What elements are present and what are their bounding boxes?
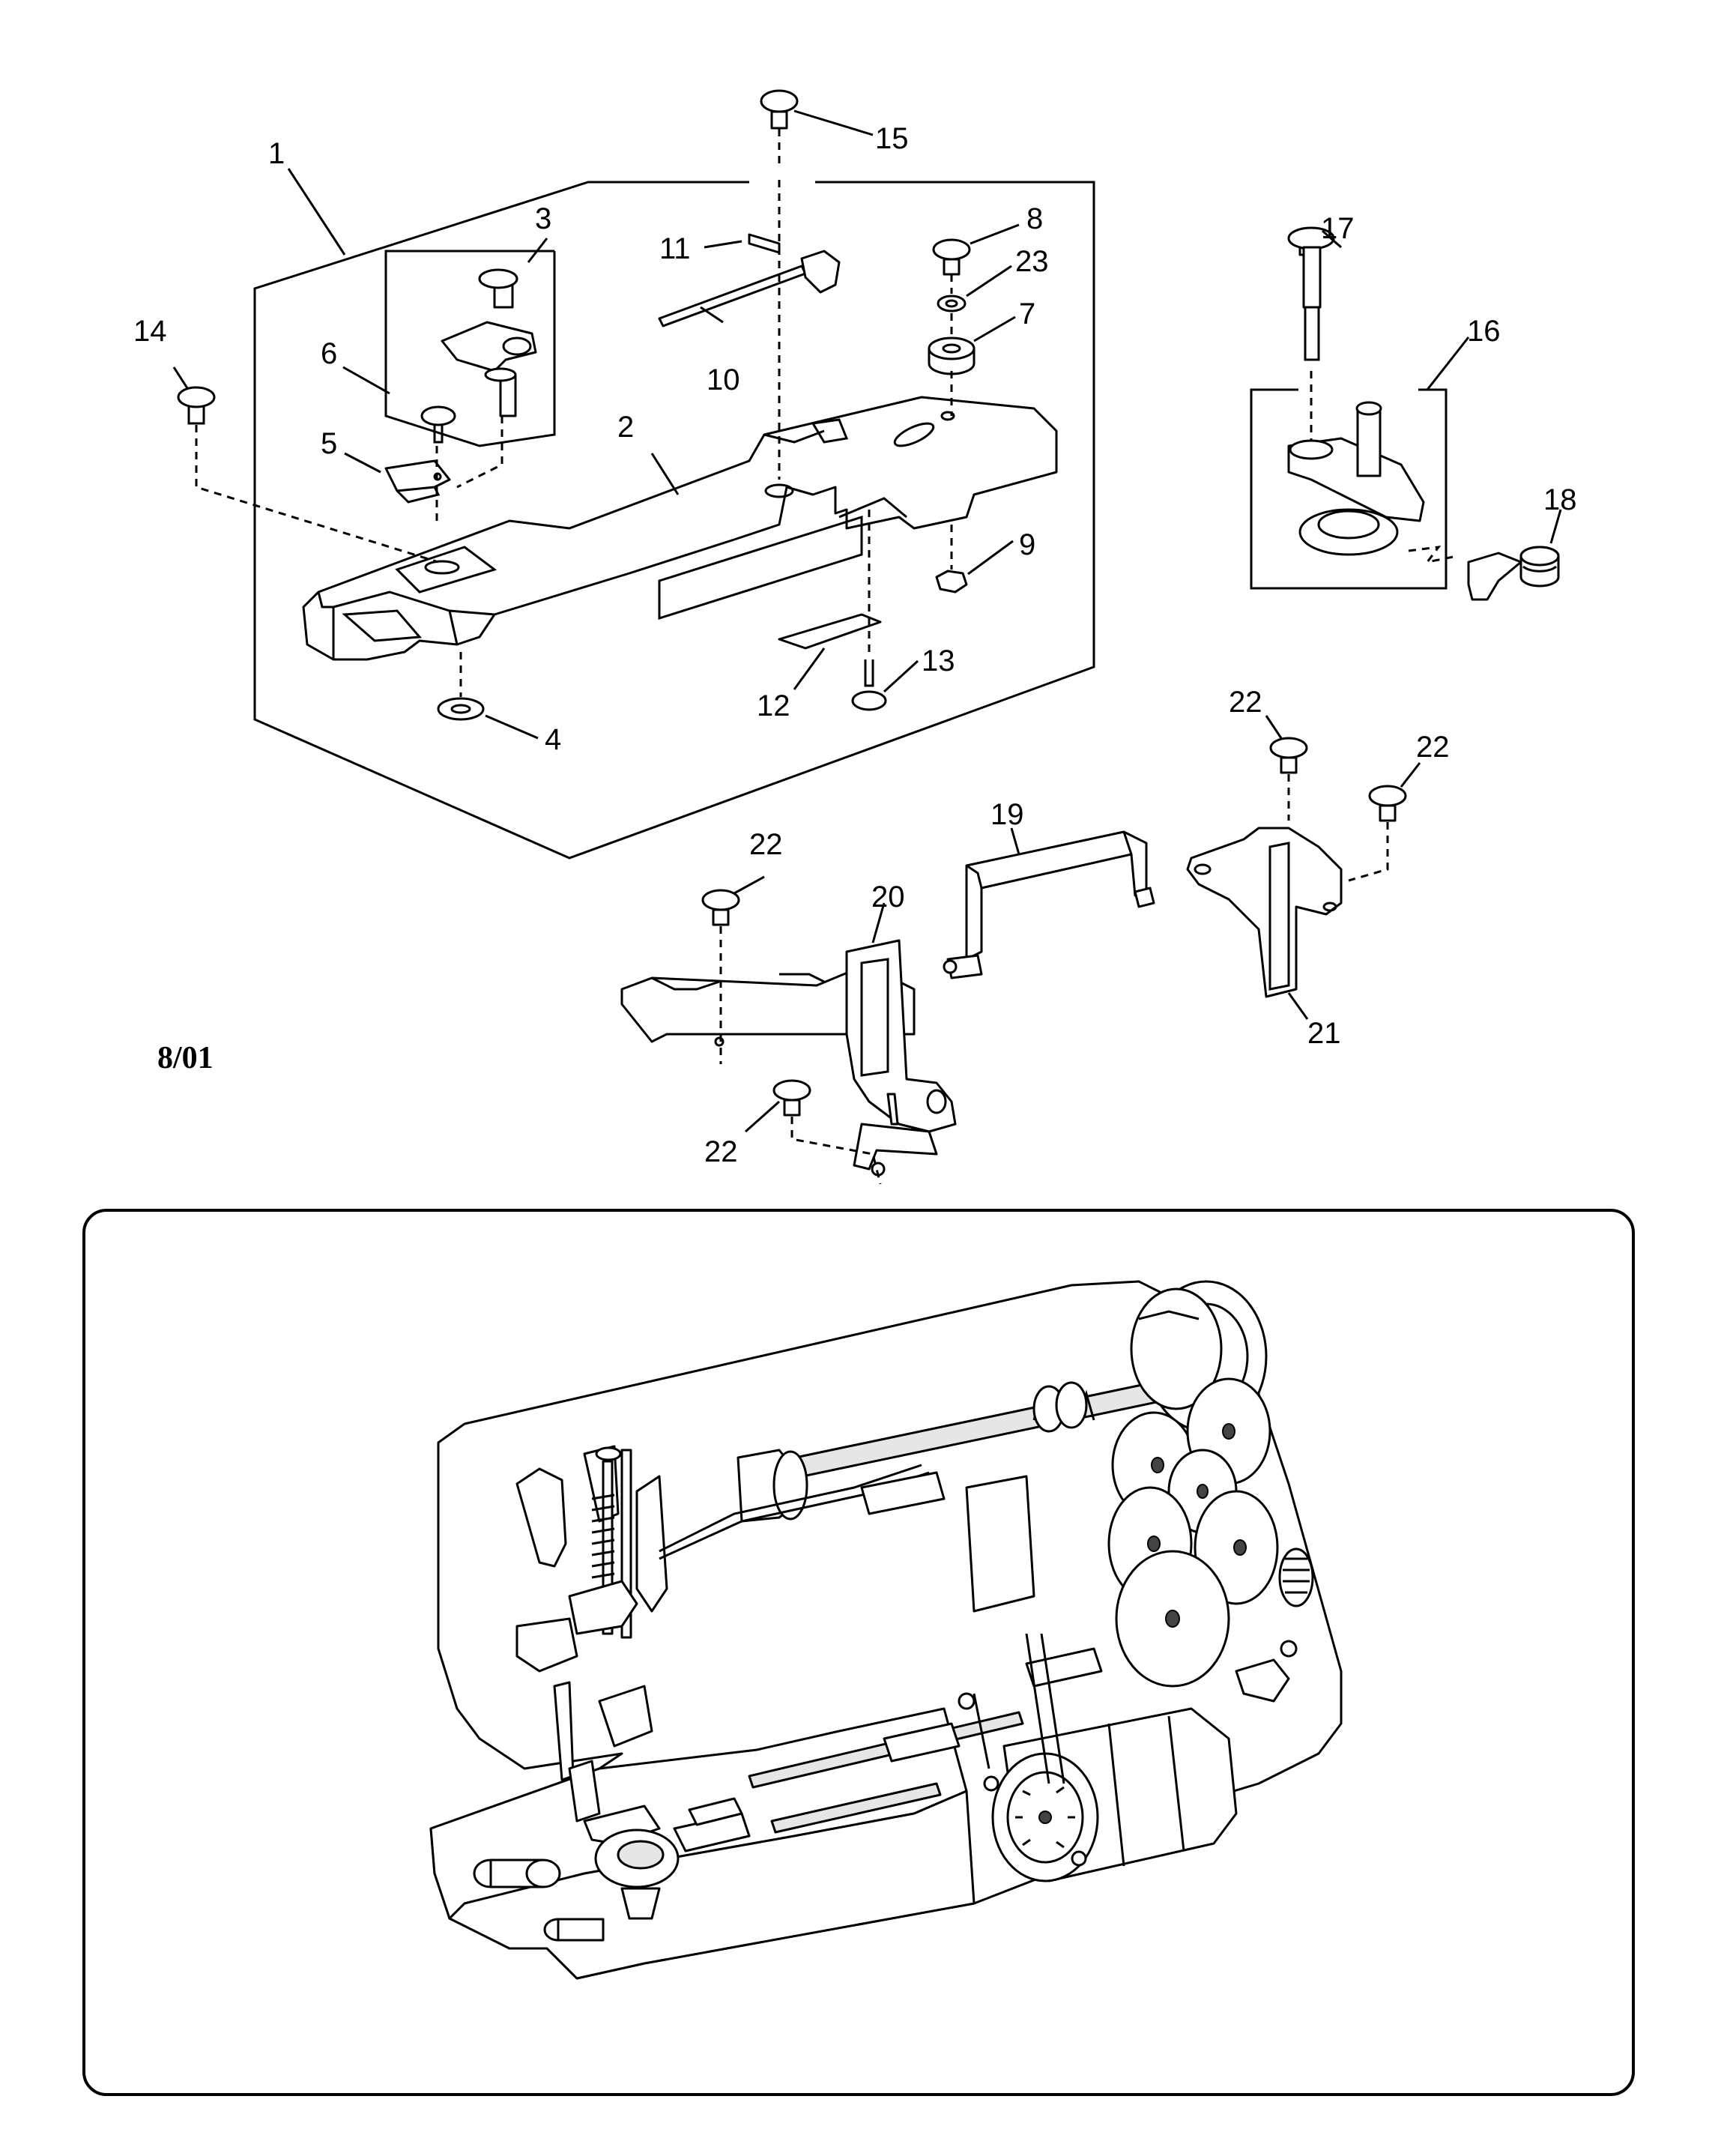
callout-13: 13	[922, 644, 955, 677]
callout-19: 19	[990, 798, 1024, 831]
callout-12: 12	[757, 689, 790, 722]
machine-overview-inset	[82, 1209, 1635, 2096]
callout-16: 16	[1467, 315, 1501, 348]
exploded-view-top-cover	[177, 89, 1095, 860]
callout-14: 14	[133, 315, 167, 348]
callout-1: 1	[268, 137, 285, 170]
callout-9: 9	[1019, 528, 1035, 561]
part-23-washer	[937, 295, 967, 312]
callout-2: 2	[617, 411, 634, 444]
callout-8: 8	[1026, 202, 1043, 235]
callout-10: 10	[707, 363, 740, 396]
part-10-shaft	[658, 265, 807, 327]
part-3-frame	[384, 250, 556, 447]
part-4-washer	[437, 697, 485, 721]
exploded-view-part-21	[1186, 827, 1343, 998]
part-8-screw	[932, 238, 971, 261]
callout-3: 3	[535, 202, 551, 235]
callout-22-a: 22	[1229, 686, 1262, 719]
callout-6: 6	[321, 337, 337, 370]
exploded-view-part-19	[943, 830, 1155, 979]
part-5-clip	[384, 459, 451, 492]
callout-21: 21	[1307, 1017, 1341, 1050]
callout-22-b: 22	[1416, 731, 1450, 764]
part-15-screw	[760, 89, 799, 113]
inset-frame	[82, 1209, 1635, 2096]
callout-22-d: 22	[704, 1135, 738, 1168]
callout-labels: 1 2 3 4 5 6 7 8 9 10 11 12 13 14 15 16 1…	[133, 122, 1577, 1168]
part-9-nut	[935, 570, 968, 594]
callout-18: 18	[1543, 483, 1577, 516]
callout-7: 7	[1019, 298, 1035, 330]
revision-date: 8/01	[157, 1041, 214, 1075]
callout-11: 11	[659, 232, 691, 265]
part-13-screw	[864, 659, 874, 687]
callout-leaders	[172, 109, 1562, 1133]
part-22-screws	[701, 737, 1407, 1185]
callout-5: 5	[321, 427, 337, 460]
assembly-frame-1	[253, 181, 1095, 860]
exploded-view-part-16	[1250, 226, 1560, 601]
part-14-screw	[177, 386, 216, 408]
callout-20: 20	[871, 881, 905, 914]
callout-23: 23	[1015, 245, 1049, 278]
callout-4: 4	[545, 723, 561, 756]
callout-17: 17	[1321, 212, 1355, 245]
part-11-pin	[748, 233, 781, 254]
exploded-view-part-20	[620, 939, 957, 1177]
part-12-plate	[778, 613, 882, 650]
callout-15: 15	[875, 122, 909, 155]
part-2-top-plate	[302, 396, 1058, 661]
part-6-screw	[420, 405, 456, 426]
callout-22-c: 22	[749, 828, 783, 861]
